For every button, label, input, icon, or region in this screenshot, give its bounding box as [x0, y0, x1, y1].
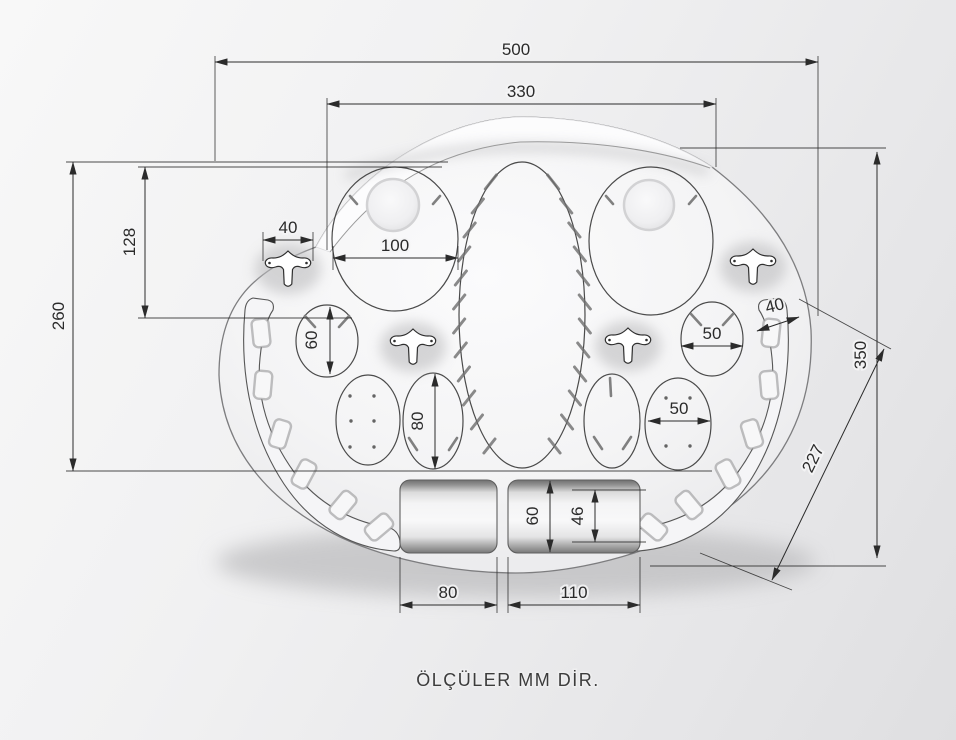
anchor-hooks: [255, 242, 786, 372]
tray-body: [218, 116, 812, 574]
dim-label-top-opening-width: 330: [507, 82, 535, 101]
cup-recess: [622, 178, 676, 232]
dim-box-height: 60: [521, 480, 554, 553]
dim-label-right-dotted-ellipse-width: 50: [670, 399, 689, 418]
dim-label-right-diagonal: 227: [798, 442, 828, 476]
center-right-small-ellipse: [583, 373, 641, 469]
left-band-slots: [250, 317, 395, 542]
dim-label-right-box-width: 110: [560, 583, 587, 602]
right-small-circle: [680, 301, 744, 377]
dim-right-box-width: 110: [507, 557, 641, 613]
dim-label-overall-width: 500: [502, 40, 530, 59]
bottom-left-box: [399, 479, 498, 554]
dim-left-box-width: 80: [399, 557, 498, 613]
center-hatched-ellipse: [452, 161, 592, 469]
dim-left-hook-width: 40: [262, 216, 314, 261]
dim-left-total-height: 260: [47, 161, 712, 472]
dim-box-inner-height: 46: [566, 489, 646, 543]
right-dotted-ellipse: [644, 377, 712, 471]
dim-label-box-inner-height: 46: [568, 507, 587, 526]
left-dotted-ellipse: [335, 374, 401, 466]
dim-overall-width: 500: [214, 38, 819, 316]
dim-label-left-box-width: 80: [439, 583, 458, 602]
dim-label-cup-ellipse-width: 100: [381, 236, 409, 255]
dim-label-center-small-ellipse-height: 80: [408, 412, 427, 431]
dim-label-left-small-circle: 60: [302, 331, 321, 350]
dim-left-upper-height: 128: [118, 166, 442, 319]
left-slot-band: [243, 297, 401, 552]
dim-label-left-total-height: 260: [49, 302, 68, 330]
dim-right-dotted-ellipse-width: 50: [647, 397, 711, 425]
bottom-right-box: [507, 479, 641, 554]
dim-center-small-ellipse-height: 80: [406, 373, 439, 470]
dim-label-right-small-circle: 50: [703, 324, 722, 343]
dim-label-left-hook-width: 40: [279, 218, 298, 237]
dim-top-opening-width: 330: [326, 80, 717, 250]
top-right-cup-ellipse: [588, 166, 714, 316]
dim-label-left-upper-height: 128: [120, 228, 139, 256]
dim-label-right-total-height: 350: [851, 341, 870, 369]
top-left-cup-ellipse: [331, 166, 459, 312]
right-band-slots: [637, 317, 782, 542]
dim-left-small-circle: 60: [300, 306, 334, 375]
cup-recess: [365, 177, 421, 233]
dim-label-box-height: 60: [523, 507, 542, 526]
dim-cup-ellipse-width: 100: [332, 234, 459, 270]
units-note: ÖLÇÜLER MM DİR.: [416, 670, 600, 690]
dim-right-small-circle: 50: [680, 322, 744, 350]
